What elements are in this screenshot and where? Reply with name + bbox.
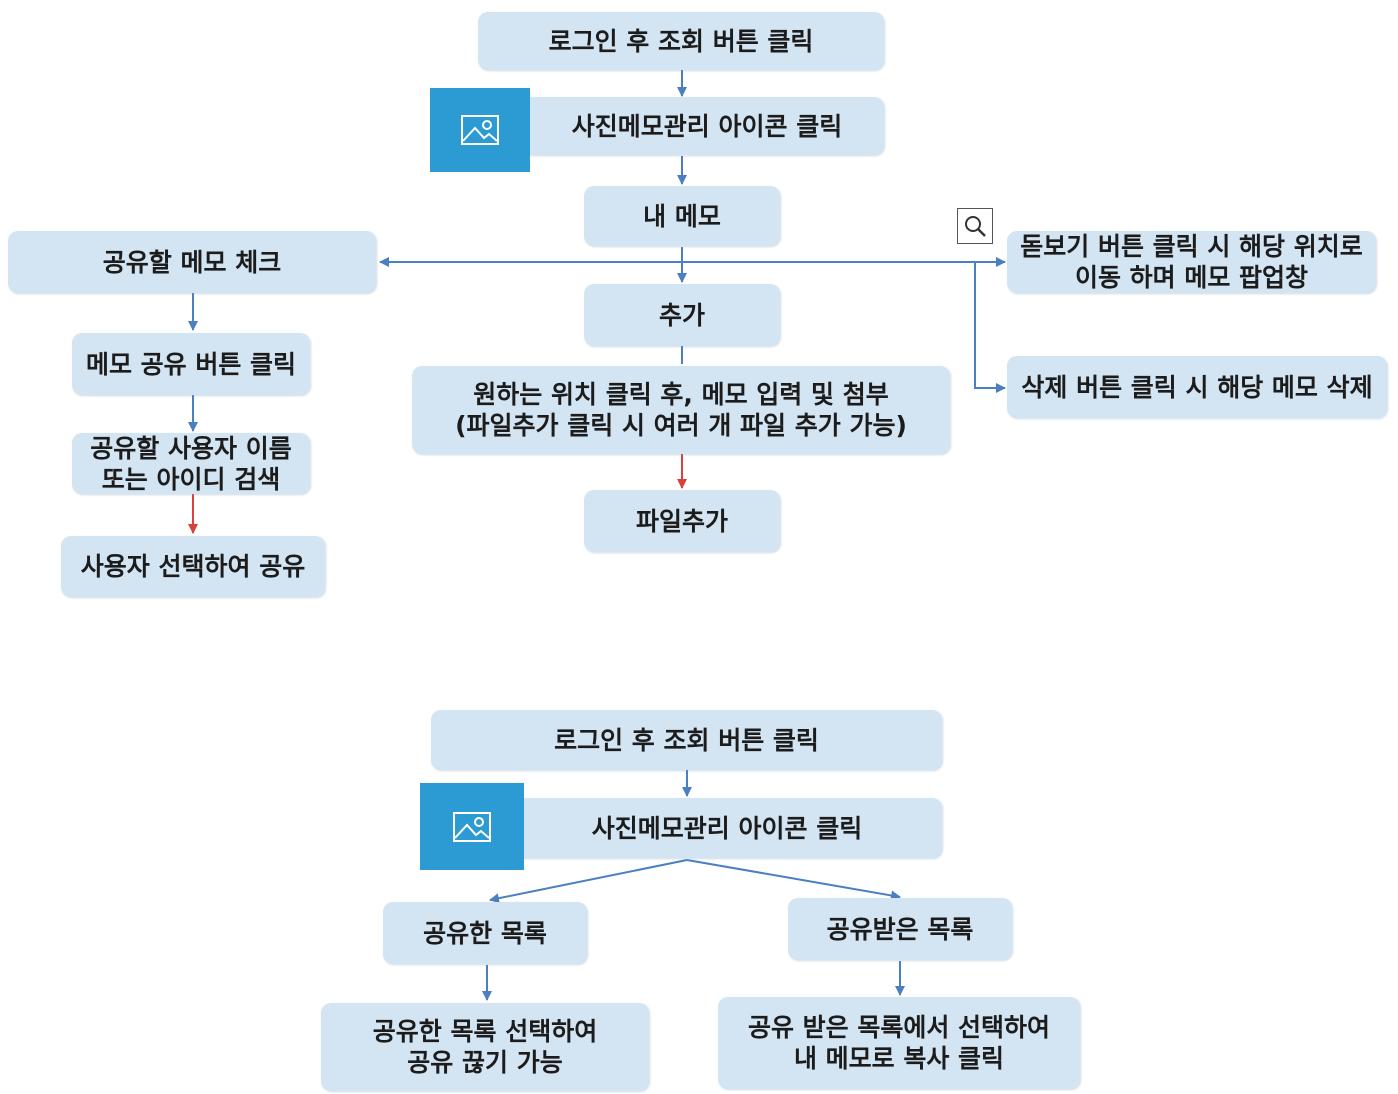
d2-shared-detail-line1: 공유한 목록 선택하여 bbox=[372, 1017, 598, 1046]
d2-shared-list-step: 공유한 목록 bbox=[383, 902, 587, 964]
d1-share-search-step: 공유할 사용자 이름 또는 아이디 검색 bbox=[72, 433, 310, 494]
d2-photo-memo-label: 사진메모관리 아이콘 클릭 bbox=[591, 813, 863, 843]
d1-share-search-line2: 또는 아이디 검색 bbox=[101, 464, 281, 494]
d1-my-memo-step: 내 메모 bbox=[584, 186, 780, 246]
d1-login-step: 로그인 후 조회 버튼 클릭 bbox=[478, 12, 884, 70]
d2-photo-memo-step: 사진메모관리 아이콘 클릭 bbox=[470, 798, 942, 858]
d1-delete-step: 삭제 버튼 클릭 시 해당 메모 삭제 bbox=[1007, 356, 1387, 418]
arrow2-to-received bbox=[686, 859, 901, 901]
d1-zoom-line2: 이동 하며 메모 팝업창 bbox=[1074, 263, 1309, 292]
d1-share-select-step: 사용자 선택하여 공유 bbox=[61, 536, 325, 597]
d1-share-check-step: 공유할 메모 체크 bbox=[8, 231, 376, 293]
d1-my-memo-label: 내 메모 bbox=[643, 201, 721, 231]
d2-received-detail-line1: 공유 받은 목록에서 선택하여 bbox=[747, 1013, 1051, 1042]
d2-received-list-step: 공유받은 목록 bbox=[788, 898, 1012, 960]
d2-login-label: 로그인 후 조회 버튼 클릭 bbox=[554, 725, 819, 755]
arrow2-to-shared bbox=[489, 859, 688, 904]
magnifier-icon bbox=[957, 208, 993, 244]
d1-delete-label: 삭제 버튼 클릭 시 해당 메모 삭제 bbox=[1021, 372, 1373, 402]
d2-received-detail-step: 공유 받은 목록에서 선택하여 내 메모로 복사 클릭 bbox=[718, 997, 1080, 1089]
d1-add-detail-line1: 원하는 위치 클릭 후, 메모 입력 및 첨부 bbox=[473, 380, 889, 409]
d1-share-select-label: 사용자 선택하여 공유 bbox=[80, 552, 306, 581]
d1-photo-memo-step: 사진메모관리 아이콘 클릭 bbox=[478, 97, 884, 155]
d1-share-search-line1: 공유할 사용자 이름 bbox=[90, 433, 292, 463]
d1-login-label: 로그인 후 조회 버튼 클릭 bbox=[548, 26, 814, 56]
d1-zoom-line1: 돋보기 버튼 클릭 시 해당 위치로 bbox=[1020, 232, 1363, 261]
d2-shared-detail-step: 공유한 목록 선택하여 공유 끊기 가능 bbox=[321, 1003, 649, 1091]
d1-share-check-label: 공유할 메모 체크 bbox=[102, 247, 282, 277]
d2-shared-detail-line2: 공유 끊기 가능 bbox=[407, 1048, 563, 1077]
d1-add-file-label: 파일추가 bbox=[635, 506, 728, 536]
d1-photo-memo-label: 사진메모관리 아이콘 클릭 bbox=[571, 111, 843, 141]
d2-shared-list-label: 공유한 목록 bbox=[423, 918, 547, 948]
d1-zoom-step: 돋보기 버튼 클릭 시 해당 위치로 이동 하며 메모 팝업창 bbox=[1007, 231, 1376, 293]
d2-login-step: 로그인 후 조회 버튼 클릭 bbox=[431, 710, 942, 770]
d1-add-detail-line2: (파일추가 클릭 시 여러 개 파일 추가 가능) bbox=[455, 411, 907, 440]
d2-received-detail-line2: 내 메모로 복사 클릭 bbox=[793, 1044, 1005, 1073]
image-icon bbox=[420, 783, 524, 870]
d1-add-detail-step: 원하는 위치 클릭 후, 메모 입력 및 첨부 (파일추가 클릭 시 여러 개 … bbox=[412, 366, 950, 454]
arrow-to-delete bbox=[974, 262, 1006, 393]
d1-add-label: 추가 bbox=[658, 300, 705, 330]
d1-share-button-step: 메모 공유 버튼 클릭 bbox=[72, 333, 310, 395]
d1-add-file-step: 파일추가 bbox=[584, 490, 780, 552]
d1-share-button-label: 메모 공유 버튼 클릭 bbox=[85, 349, 297, 379]
d1-add-step: 추가 bbox=[584, 284, 780, 346]
image-icon bbox=[430, 88, 530, 172]
d2-received-list-label: 공유받은 목록 bbox=[826, 914, 974, 944]
